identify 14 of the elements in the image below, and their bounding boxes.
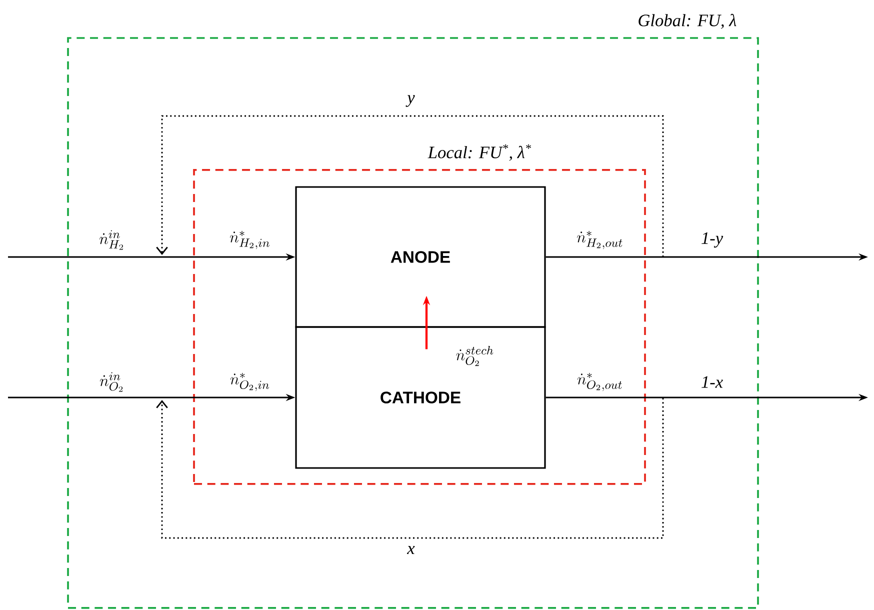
flow-label: y [406, 95, 415, 107]
node-label: Global: FU, λ [638, 14, 736, 29]
flow-label: x [406, 546, 415, 554]
edge-label: $\dot{n}^{*}_{H_2,in}$ [230, 230, 270, 250]
anode-box: ANODE [295, 186, 546, 328]
edge-label: $\dot{n}^{*}_{O_2,in}$ [230, 372, 269, 392]
edge-label: $\dot{n}^{*}_{H_2,out}$ [577, 230, 622, 250]
flow-label: 1-x [702, 376, 723, 388]
edge-label: $\dot{n}_{O_2}^{stech}$ [456, 346, 494, 366]
node-label: Local: FU$^{*}$, λ$^{*}$ [428, 144, 531, 161]
flow-label: 1-y [702, 232, 724, 248]
flow-label: $\dot{n}_{H_2}^{in}$ [100, 230, 123, 250]
edge-label: $\dot{n}^{*}_{O_2,out}$ [578, 372, 622, 392]
flow-label: $\dot{n}_{O_2}^{in}$ [100, 372, 123, 392]
